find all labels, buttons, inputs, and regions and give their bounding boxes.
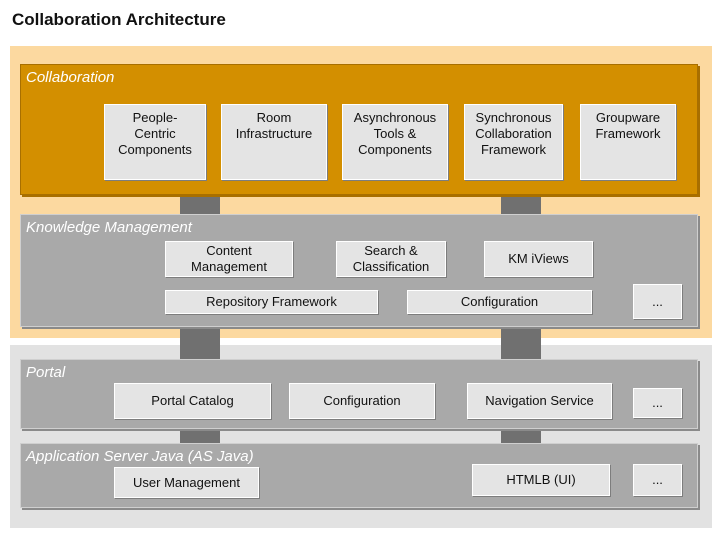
km-more-box: ... [633,284,682,319]
synchronous-collaboration-box: Synchronous Collaboration Framework [464,104,563,180]
connector-collab-km-left [180,195,220,215]
connector-portal-asjava-right [501,429,541,443]
htmlb-ui-box: HTMLB (UI) [472,464,610,496]
as-java-more-box: ... [633,464,682,496]
portal-more-box: ... [633,388,682,418]
portal-layer-title: Portal [26,364,66,381]
search-classification-box: Search & Classification [336,241,446,277]
connector-collab-km-right [501,195,541,215]
repository-framework-box: Repository Framework [165,290,378,314]
page-title: Collaboration Architecture [12,10,226,29]
km-iviews-box: KM iViews [484,241,593,277]
content-management-box: Content Management [165,241,293,277]
connector-km-portal-right [501,327,541,359]
connector-portal-asjava-left [180,429,220,443]
groupware-framework-box: Groupware Framework [580,104,676,180]
room-infrastructure-box: Room Infrastructure [221,104,327,180]
user-management-box: User Management [114,467,259,498]
connector-km-portal-left [180,327,220,359]
as-java-layer-title: Application Server Java (AS Java) [26,448,254,465]
asynchronous-tools-box: Asynchronous Tools & Components [342,104,448,180]
portal-configuration-box: Configuration [289,383,435,419]
people-centric-components-box: People- Centric Components [104,104,206,180]
collaboration-layer-title: Collaboration [26,69,115,86]
navigation-service-box: Navigation Service [467,383,612,419]
km-configuration-box: Configuration [407,290,592,314]
knowledge-management-layer-title: Knowledge Management [26,219,192,236]
portal-catalog-box: Portal Catalog [114,383,271,419]
